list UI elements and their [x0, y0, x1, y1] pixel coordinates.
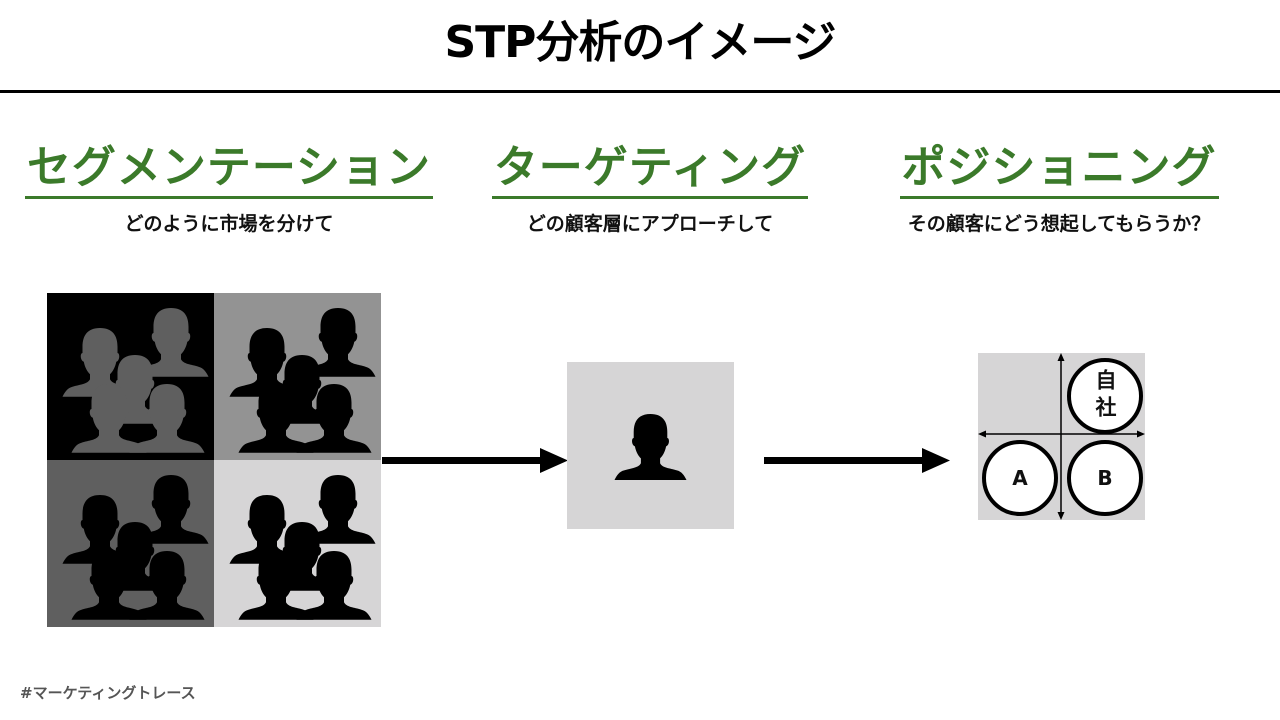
person-silhouette-icon	[97, 522, 173, 591]
person-silhouette-icon	[264, 355, 340, 424]
brand-circle-b: B	[1067, 440, 1143, 516]
person-silhouette-icon	[71, 551, 147, 620]
person-silhouette-icon	[229, 495, 305, 564]
targeting-panel	[567, 362, 734, 529]
slide-title: STP分析のイメージ	[444, 17, 836, 68]
person-silhouette-icon	[62, 495, 138, 564]
person-silhouette-icon	[129, 384, 205, 453]
people-group-icon	[62, 475, 209, 620]
person-silhouette-icon	[614, 414, 687, 480]
segment-quadrant-top-left	[47, 293, 214, 460]
phase-positioning: ポジショニング その顧客にどう想起してもらうか？	[886, 142, 1232, 237]
phase-segmentation: セグメンテーション どのように市場を分けて	[14, 142, 444, 237]
title-divider	[0, 90, 1280, 93]
segment-quadrant-bottom-left	[47, 460, 214, 627]
person-silhouette-icon	[238, 551, 314, 620]
phase-targeting: ターゲティング どの顧客層にアプローチして	[480, 142, 820, 237]
people-group-icon	[62, 308, 209, 453]
phase-heading-segmentation: セグメンテーション	[24, 142, 434, 199]
person-silhouette-icon	[614, 414, 687, 480]
person-silhouette-icon	[133, 475, 209, 544]
person-silhouette-icon	[97, 355, 173, 424]
person-silhouette-icon	[296, 384, 372, 453]
person-silhouette-icon	[264, 522, 340, 591]
person-silhouette-icon	[300, 475, 376, 544]
positioning-map: 自社 A B	[978, 353, 1145, 520]
person-silhouette-icon	[62, 328, 138, 397]
people-group-icon	[229, 308, 376, 453]
people-group-icon	[229, 475, 376, 620]
segment-quadrant-top-right	[214, 293, 381, 460]
phase-subtitle-positioning: その顧客にどう想起してもらうか？	[907, 213, 1211, 235]
person-silhouette-icon	[238, 384, 314, 453]
segment-quadrant-bottom-right	[214, 460, 381, 627]
person-silhouette-icon	[296, 551, 372, 620]
crossed-axes-icon	[978, 353, 1145, 520]
person-silhouette-icon	[129, 551, 205, 620]
person-silhouette-icon	[229, 328, 305, 397]
person-silhouette-icon	[71, 384, 147, 453]
brand-circle-own-company: 自社	[1067, 358, 1143, 434]
phase-subtitle-targeting: どの顧客層にアプローチして	[526, 213, 774, 235]
brand-circle-a: A	[982, 440, 1058, 516]
person-silhouette-icon	[300, 308, 376, 377]
phase-heading-targeting: ターゲティング	[491, 142, 809, 199]
footer-hashtag: #マーケティングトレース	[20, 684, 196, 702]
arrow-right-icon	[382, 447, 568, 475]
phase-heading-positioning: ポジショニング	[899, 142, 1219, 199]
phase-subtitle-segmentation: どのように市場を分けて	[124, 213, 334, 235]
arrow-right-icon	[764, 447, 950, 475]
segmentation-grid	[47, 293, 381, 627]
person-silhouette-icon	[133, 308, 209, 377]
